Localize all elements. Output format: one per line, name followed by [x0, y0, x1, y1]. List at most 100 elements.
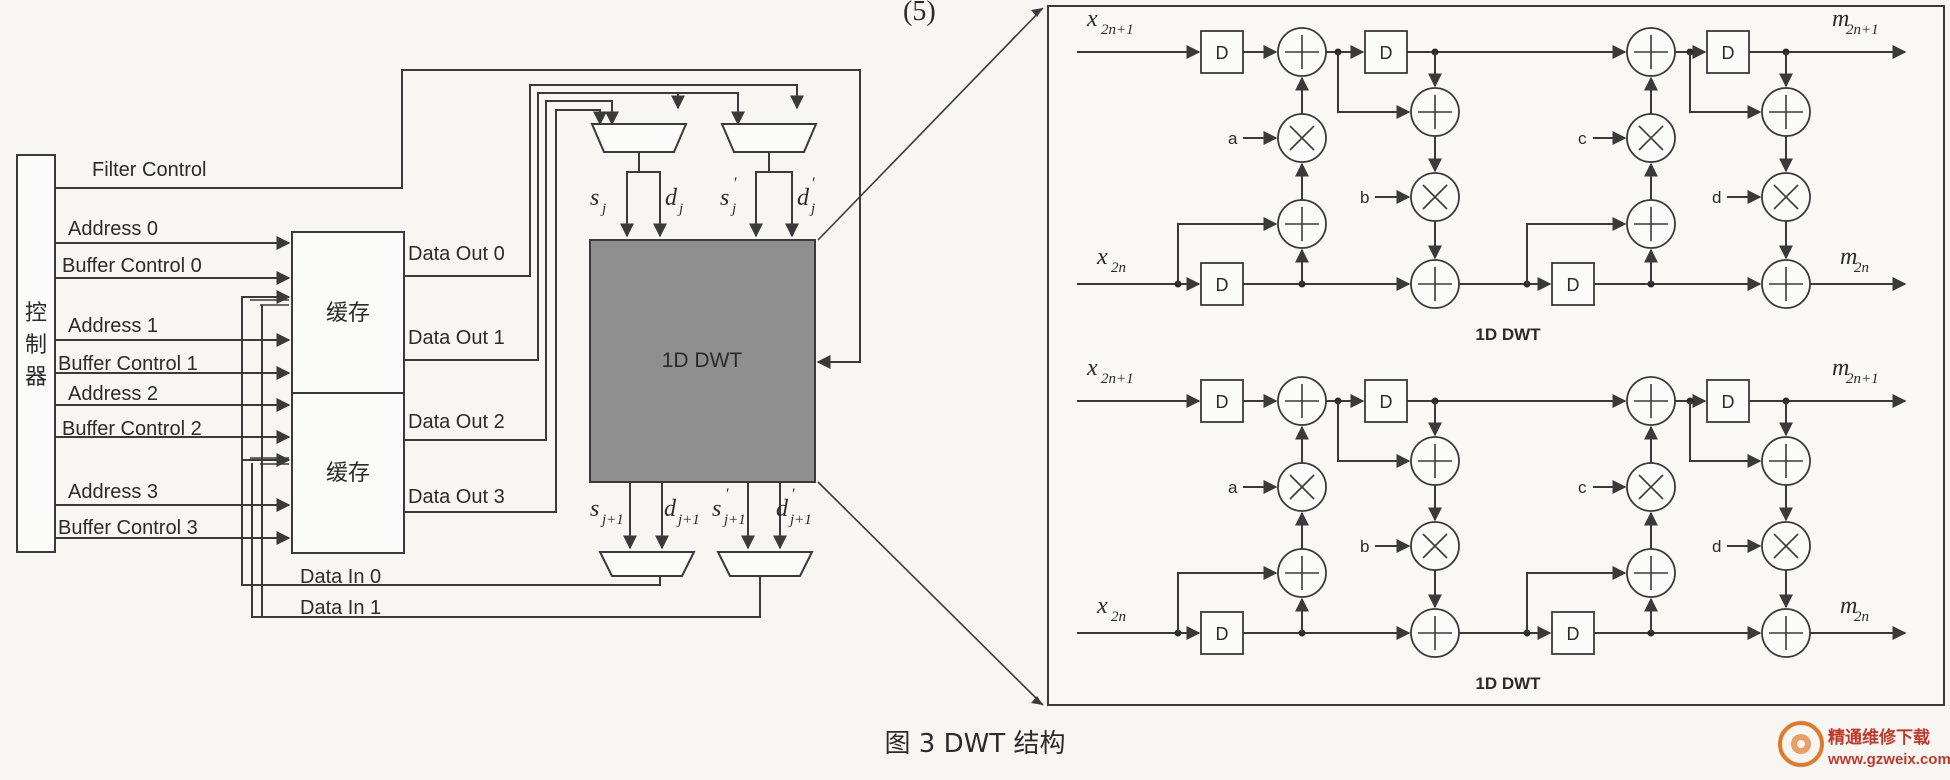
- coef-c-label: c: [1578, 129, 1587, 148]
- delay-box: [1200, 611, 1244, 655]
- input-even-label-sub: 2n: [1111, 609, 1126, 625]
- input-odd-label-sub: 2n+1: [1101, 22, 1134, 38]
- adder-top-1: [1277, 376, 1327, 426]
- controller-label-1: 控: [25, 301, 47, 326]
- delay-top-2: D: [1364, 30, 1408, 74]
- data-in-1-line: [251, 463, 761, 618]
- output-even-label-base: m: [1840, 244, 1857, 270]
- delay-label: D: [1216, 624, 1229, 644]
- adder-plus-icon: [1418, 267, 1452, 301]
- input-even-label-base: x: [1096, 244, 1108, 270]
- controller-box: [16, 154, 56, 553]
- zoom-arrow-bottom: [1031, 696, 1043, 705]
- mux-bottom-left: [598, 551, 696, 577]
- buffer-control-3-label: Buffer Control 3: [58, 517, 198, 539]
- svg-text:j+1: j+1: [788, 512, 812, 528]
- dwt-block: [589, 239, 816, 483]
- output-even-label: m2n: [1840, 593, 1869, 625]
- col4-feed: [1689, 52, 1762, 119]
- block-label: 1D DWT: [1475, 325, 1541, 344]
- input-odd-label-base: x: [1086, 6, 1098, 32]
- delay-box: [1551, 611, 1595, 655]
- adder-plus-icon: [1634, 207, 1668, 241]
- data-out-3-line: [404, 109, 607, 513]
- col1-feed: [1177, 217, 1278, 284]
- svg-text:d: d: [776, 496, 789, 522]
- svg-text:j+1: j+1: [600, 512, 624, 528]
- delay-top-3: D: [1706, 30, 1750, 74]
- delay-label: D: [1216, 43, 1229, 63]
- data-out-mux2-a: [678, 92, 739, 101]
- data-out-1-label: Data Out 1: [408, 327, 505, 349]
- adder-bot-4: [1761, 259, 1811, 309]
- multiplier-x-icon: [1422, 533, 1448, 559]
- dwt-block-label: 1D DWT: [662, 349, 743, 372]
- address-1-label: Address 1: [68, 315, 158, 337]
- svg-text:': ': [791, 486, 795, 503]
- coef-a-label: a: [1228, 129, 1238, 148]
- mux-top-left: [590, 123, 688, 153]
- output-odd-label: m2n+1: [1832, 6, 1879, 38]
- output-odd-label-sub: 2n+1: [1846, 371, 1879, 387]
- multiplier-a: [1277, 462, 1327, 512]
- buffer-bottom: [291, 392, 405, 554]
- address-3-label: Address 3: [68, 481, 158, 503]
- controller-label-2: 制: [25, 333, 47, 358]
- data-in-0-label: Data In 0: [300, 566, 381, 588]
- multiplier-d: [1761, 521, 1811, 571]
- svg-text:': ': [811, 175, 815, 192]
- multiplier-x-icon: [1773, 184, 1799, 210]
- col3-feed: [1526, 217, 1627, 284]
- watermark-line2: www.gzweix.com: [1827, 751, 1950, 768]
- input-odd-label-sub: 2n+1: [1101, 371, 1134, 387]
- col2-feed: [1337, 401, 1411, 468]
- sj-prime-arrow: [749, 152, 770, 238]
- dj-prime-arrow: [769, 171, 799, 238]
- delay-label: D: [1380, 392, 1393, 412]
- adder-plus-icon: [1769, 444, 1803, 478]
- buffer-top-label: 缓存: [326, 301, 370, 326]
- delay-label: D: [1380, 43, 1393, 63]
- adder-col1: [1277, 199, 1327, 249]
- svg-text:': ': [733, 175, 737, 192]
- controller-label-3: 器: [25, 365, 47, 390]
- col2-feed: [1337, 52, 1411, 119]
- adder-col3: [1626, 199, 1676, 249]
- adder-plus-icon: [1418, 616, 1452, 650]
- col1-feed: [1177, 566, 1278, 633]
- svg-text:j+1: j+1: [676, 512, 700, 528]
- svg-text:d: d: [664, 496, 677, 522]
- zoom-line-top: [817, 7, 1044, 241]
- adder-plus-icon: [1769, 267, 1803, 301]
- delay-box: [1200, 30, 1244, 74]
- delay-label: D: [1722, 43, 1735, 63]
- svg-text:s: s: [712, 496, 721, 522]
- delay-bot-1: D: [1200, 611, 1244, 655]
- multiplier-x-icon: [1289, 125, 1315, 151]
- adder-plus-icon: [1285, 384, 1319, 418]
- adder-col1: [1277, 548, 1327, 598]
- adder-plus-icon: [1634, 384, 1668, 418]
- buffer-control-1-label: Buffer Control 1: [58, 353, 198, 375]
- output-odd-label: m2n+1: [1832, 355, 1879, 387]
- delay-top-1: D: [1200, 379, 1244, 423]
- adder-plus-icon: [1285, 556, 1319, 590]
- output-even-label: m2n: [1840, 244, 1869, 276]
- multiplier-a: [1277, 113, 1327, 163]
- coef-b-label: b: [1360, 188, 1369, 207]
- svg-text:j: j: [730, 201, 736, 217]
- delay-bot-2: D: [1551, 262, 1595, 306]
- buffer-control-2-label: Buffer Control 2: [62, 418, 202, 440]
- svg-text:s: s: [720, 185, 729, 211]
- adder-plus-icon: [1634, 556, 1668, 590]
- adder-col4: [1761, 87, 1811, 137]
- input-even-label-sub: 2n: [1111, 260, 1126, 276]
